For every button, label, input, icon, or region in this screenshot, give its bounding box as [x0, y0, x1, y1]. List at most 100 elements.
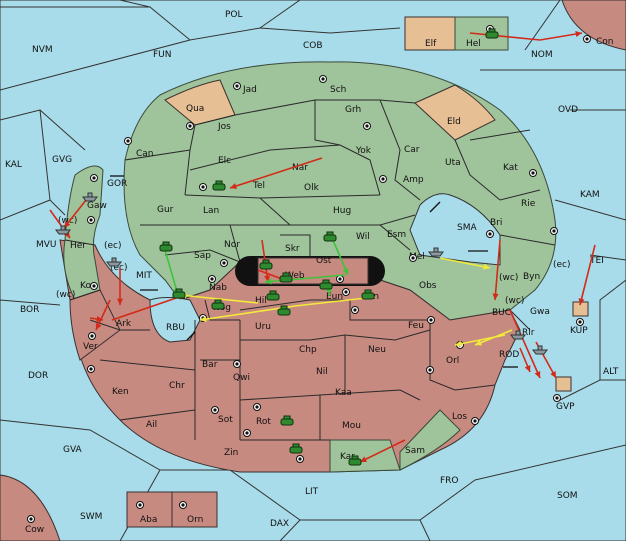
territory-label-orn[interactable]: Orn — [187, 515, 203, 525]
territory-label-skr[interactable]: Skr — [285, 244, 300, 254]
territory-sam[interactable] — [399, 409, 461, 471]
sea-label-pol[interactable]: POL — [225, 10, 243, 20]
sea-label-gor[interactable]: GOR — [107, 179, 127, 189]
territory-label-ken[interactable]: Ken — [112, 387, 129, 397]
territory-kar[interactable] — [329, 439, 401, 473]
territory-label-wil[interactable]: Wil — [356, 232, 370, 242]
sea-label-nvm[interactable]: NVM — [32, 45, 53, 55]
army-unit-icon[interactable] — [323, 231, 337, 242]
fleet-unit-icon[interactable] — [55, 225, 71, 235]
territory-label-uru[interactable]: Uru — [255, 322, 271, 332]
territory-label-kor[interactable]: Kor — [80, 281, 95, 291]
territory-label-ark[interactable]: Ark — [116, 319, 132, 329]
sea-label-kam[interactable]: KAM — [580, 190, 600, 200]
territory-gvp[interactable] — [555, 376, 572, 392]
territory-label-mel[interactable]: Mel — [409, 252, 425, 262]
territory-label-ver[interactable]: Ver — [83, 342, 98, 352]
sea-label-buc[interactable]: BUC — [492, 308, 511, 318]
territory-label-chr[interactable]: Chr — [169, 381, 185, 391]
territory-label-uta[interactable]: Uta — [445, 158, 461, 168]
territory-label-tel[interactable]: Tel — [252, 181, 265, 191]
army-unit-icon[interactable] — [280, 415, 294, 426]
sea-label-nom[interactable]: NOM — [531, 50, 553, 60]
territory-label-hil[interactable]: Hil — [255, 296, 267, 306]
territory-label-yok[interactable]: Yok — [355, 146, 372, 156]
sea-label-bor[interactable]: BOR — [20, 305, 39, 315]
territory-label-neu[interactable]: Neu — [368, 345, 386, 355]
fleet-unit-icon[interactable] — [532, 345, 548, 355]
territory-label-bar[interactable]: Bar — [202, 360, 218, 370]
territory-label-eld[interactable]: Eld — [447, 117, 461, 127]
territory-label-kat[interactable]: Kat — [503, 163, 518, 173]
territory-label-ail[interactable]: Ail — [146, 420, 157, 430]
territory-label-ost[interactable]: Ost — [316, 256, 332, 266]
army-unit-icon[interactable] — [279, 272, 293, 283]
territory-label-hel[interactable]: Hel — [466, 39, 481, 49]
fleet-unit-icon[interactable] — [510, 330, 526, 340]
territory-label-kup[interactable]: KUP — [570, 326, 588, 336]
territory-label-kaa[interactable]: Kaa — [335, 388, 352, 398]
territory-label-car[interactable]: Car — [404, 145, 420, 155]
fleet-unit-icon[interactable] — [82, 192, 98, 202]
territory-label-qwi[interactable]: Qwi — [233, 373, 250, 383]
territory-label-jos[interactable]: Jos — [217, 122, 231, 132]
sea-label-sma[interactable]: SMA — [457, 223, 477, 233]
territory-label-sch[interactable]: Sch — [330, 85, 346, 95]
territory-label-amp[interactable]: Amp — [403, 175, 424, 185]
territory-label-esm[interactable]: Esm — [387, 230, 406, 240]
sea-label-dax[interactable]: DAX — [270, 519, 289, 529]
territory-eld[interactable] — [414, 84, 496, 141]
territory-label-her_ec[interactable]: (ec) — [104, 241, 122, 251]
sea-label-rod[interactable]: ROD — [499, 350, 519, 360]
territory-label-mou[interactable]: Mou — [342, 421, 361, 431]
territory-label-feu[interactable]: Feu — [408, 321, 424, 331]
territory-label-her[interactable]: Her — [70, 241, 86, 251]
sea-label-mit[interactable]: MIT — [136, 271, 152, 281]
army-unit-icon[interactable] — [277, 305, 291, 316]
territory-label-qua[interactable]: Qua — [186, 104, 204, 114]
army-unit-icon[interactable] — [289, 443, 303, 454]
territory-orn[interactable] — [171, 491, 218, 528]
territory-label-gur[interactable]: Gur — [157, 205, 174, 215]
territory-label-byn_ec[interactable]: (ec) — [553, 260, 571, 270]
sea-label-kal[interactable]: KAL — [5, 160, 22, 170]
sea-label-fun[interactable]: FUN — [153, 50, 172, 60]
army-unit-icon[interactable] — [485, 28, 499, 39]
territory-label-rot[interactable]: Rot — [256, 417, 271, 427]
army-unit-icon[interactable] — [259, 259, 273, 270]
territory-label-chp[interactable]: Chp — [299, 345, 317, 355]
army-unit-icon[interactable] — [172, 288, 186, 299]
sea-label-gvg[interactable]: GVG — [52, 155, 72, 165]
territory-label-eun[interactable]: Eun — [326, 292, 343, 302]
sea-label-gva[interactable]: GVA — [63, 445, 83, 455]
territory-label-rir[interactable]: Rir — [522, 328, 535, 338]
army-unit-icon[interactable] — [211, 299, 225, 310]
territory-qua[interactable] — [164, 79, 236, 126]
territory-label-con[interactable]: Con — [596, 37, 614, 47]
territory-label-elc[interactable]: Elc — [218, 156, 231, 166]
army-unit-icon[interactable] — [348, 455, 362, 466]
territory-label-kor_wc[interactable]: (wc) — [56, 290, 75, 300]
territory-label-los[interactable]: Los — [452, 412, 467, 422]
territory-label-gwa[interactable]: Gwa — [530, 307, 550, 317]
sea-label-tei[interactable]: TEI — [589, 256, 604, 266]
territory-label-sot[interactable]: Sot — [218, 415, 233, 425]
territory-label-gaw_wc[interactable]: (wc) — [58, 216, 77, 226]
sea-label-dor[interactable]: DOR — [28, 371, 48, 381]
territory-label-sap[interactable]: Sap — [194, 251, 211, 261]
territory-label-olk[interactable]: Olk — [304, 183, 320, 193]
army-unit-icon[interactable] — [212, 180, 226, 191]
territory-label-byn[interactable]: Byn — [523, 272, 540, 282]
territory-label-kar[interactable]: Kar — [340, 452, 355, 462]
territory-label-web[interactable]: Web — [285, 271, 305, 281]
sea-label-lit[interactable]: LIT — [305, 487, 319, 497]
territory-label-hug[interactable]: Hug — [333, 206, 351, 216]
territory-label-rie[interactable]: Rie — [521, 199, 536, 209]
territory-label-nor[interactable]: Nor — [224, 240, 240, 250]
territory-label-grh[interactable]: Grh — [345, 105, 361, 115]
territory-elf[interactable] — [404, 16, 456, 51]
sea-label-som[interactable]: SOM — [557, 491, 578, 501]
territory-label-lan[interactable]: Lan — [203, 206, 219, 216]
sea-label-fro[interactable]: FRO — [440, 476, 459, 486]
territory-label-ark_ec[interactable]: (ec) — [110, 263, 128, 273]
